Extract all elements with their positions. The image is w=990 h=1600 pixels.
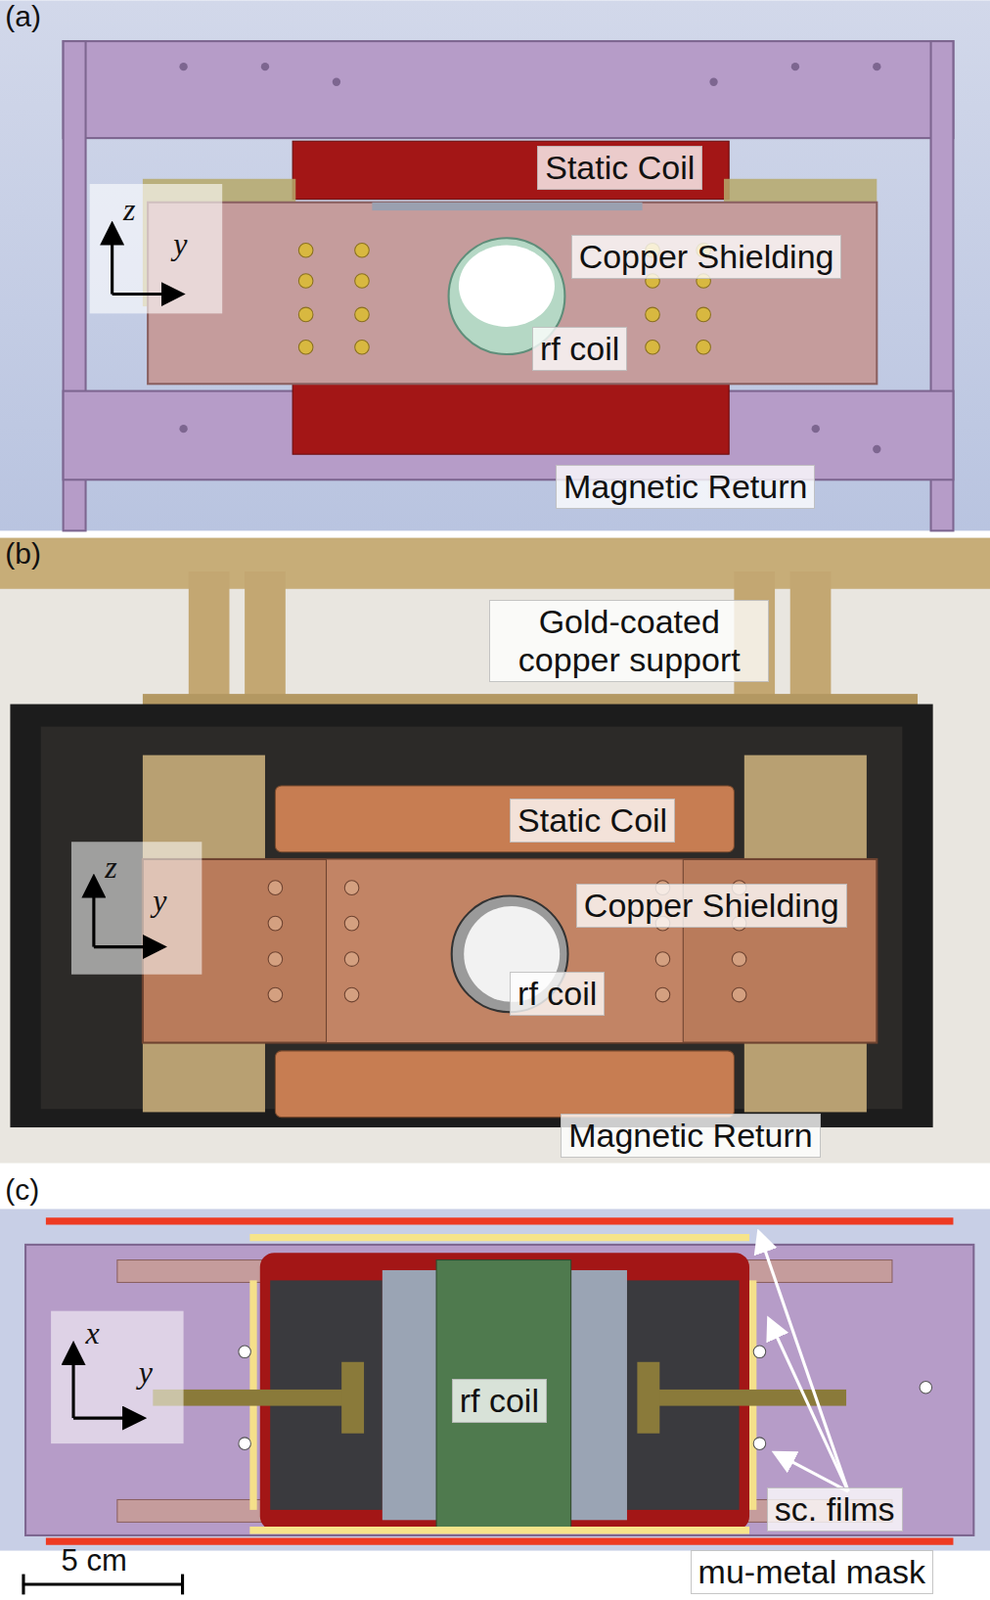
part-label: rf coil (509, 971, 605, 1016)
part-label: Magnetic Return (560, 1113, 820, 1158)
part-label: rf coil (451, 1378, 547, 1423)
part-label: Magnetic Return (555, 464, 815, 509)
part-label: mu-metal mask (690, 1549, 934, 1594)
part-label: sc. films (766, 1486, 903, 1531)
part-label: Gold-coated copper support (489, 599, 769, 682)
panel-letter: (c) (4, 1172, 40, 1208)
part-label: Copper Shielding (576, 883, 848, 928)
part-label: Copper Shielding (571, 234, 843, 279)
axis-label: y (173, 225, 187, 263)
axis-label: z (123, 191, 135, 228)
axis-label: y (138, 1353, 153, 1391)
axis-label: y (152, 882, 167, 919)
panel-letter: (b) (4, 537, 42, 572)
part-label: Static Coil (537, 145, 703, 190)
panel-letter: (a) (4, 0, 42, 35)
axis-label: x (86, 1314, 100, 1351)
scale-label: 5 cm (61, 1542, 128, 1578)
part-label: Static Coil (509, 798, 675, 843)
axis-label: z (104, 849, 117, 886)
part-label: rf coil (532, 326, 628, 371)
